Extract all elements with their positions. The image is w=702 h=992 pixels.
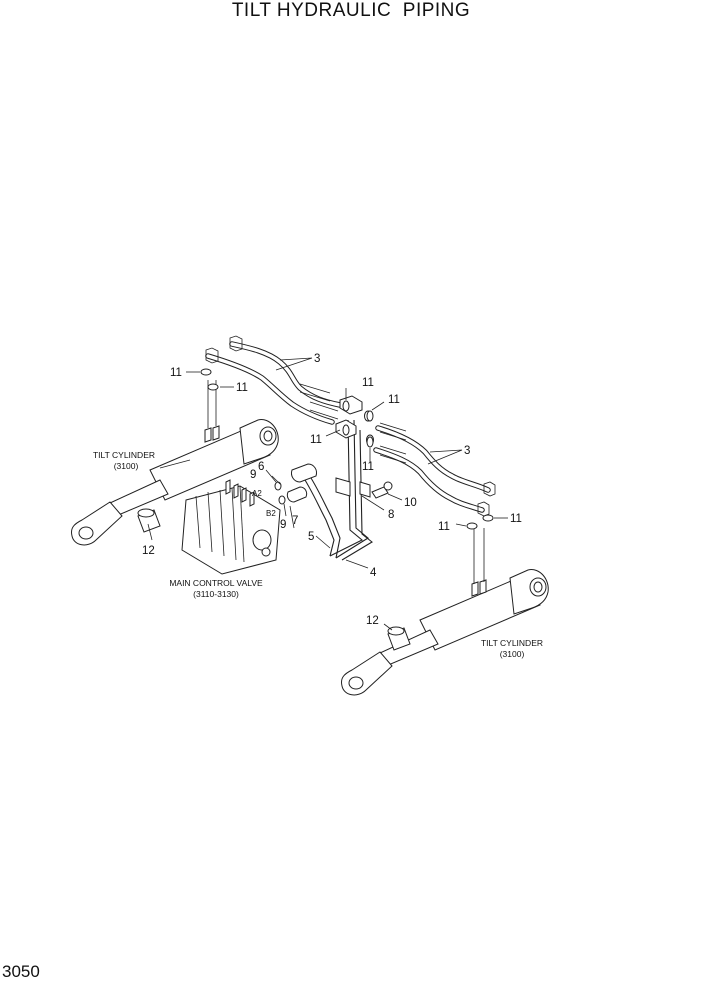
part-10-bolt	[371, 481, 393, 499]
page-number: 3050	[2, 962, 40, 981]
callout-11-c: 11	[362, 377, 374, 389]
main-control-valve	[181, 479, 281, 575]
callout-6: 6	[258, 461, 264, 473]
caption-main-control-valve: MAIN CONTROL VALVE	[169, 578, 263, 588]
callout-5: 5	[308, 531, 314, 543]
bushing-12-left	[137, 508, 161, 533]
callout-3-right: 3	[464, 445, 470, 457]
caption-tilt-cylinder-left: TILT CYLINDER	[93, 450, 155, 460]
adapter-6-7	[274, 463, 317, 505]
tilt-cylinder-right	[341, 528, 549, 696]
callout-11-f: 11	[362, 461, 374, 473]
hose-assembly-3-upper	[205, 335, 343, 425]
bushing-12-right	[387, 626, 411, 651]
hose-assembly-3-right	[373, 422, 496, 517]
leader-lines	[147, 357, 508, 631]
port-b2: B2	[266, 509, 276, 518]
callout-3-top: 3	[314, 353, 320, 365]
tilt-cylinder-left	[71, 380, 279, 546]
callout-11-a: 11	[170, 367, 182, 379]
callout-4: 4	[370, 567, 377, 579]
callout-9-bottom: 9	[280, 519, 286, 531]
callout-11-e: 11	[310, 434, 322, 446]
callout-12-left: 12	[142, 545, 155, 557]
o-rings-11	[200, 368, 494, 530]
page-title: TILT HYDRAULIC PIPING	[231, 0, 471, 21]
callout-9-top: 9	[250, 469, 256, 481]
callout-12-right: 12	[366, 615, 379, 627]
callout-10: 10	[404, 497, 417, 509]
port-a2: A2	[252, 489, 262, 498]
callout-11-h: 11	[510, 513, 522, 525]
callout-11-g: 11	[438, 521, 450, 533]
caption-tilt-cylinder-right: TILT CYLINDER	[481, 638, 543, 648]
callout-11-d: 11	[388, 394, 400, 406]
caption-tilt-cylinder-right-ref: (3100)	[500, 649, 525, 659]
caption-tilt-cylinder-left-ref: (3100)	[114, 461, 139, 471]
callout-7: 7	[292, 515, 298, 527]
callout-11-b: 11	[236, 382, 248, 394]
caption-main-control-valve-ref: (3110-3130)	[193, 589, 239, 599]
callout-8: 8	[388, 509, 394, 521]
steel-pipe-4-5	[299, 419, 373, 561]
